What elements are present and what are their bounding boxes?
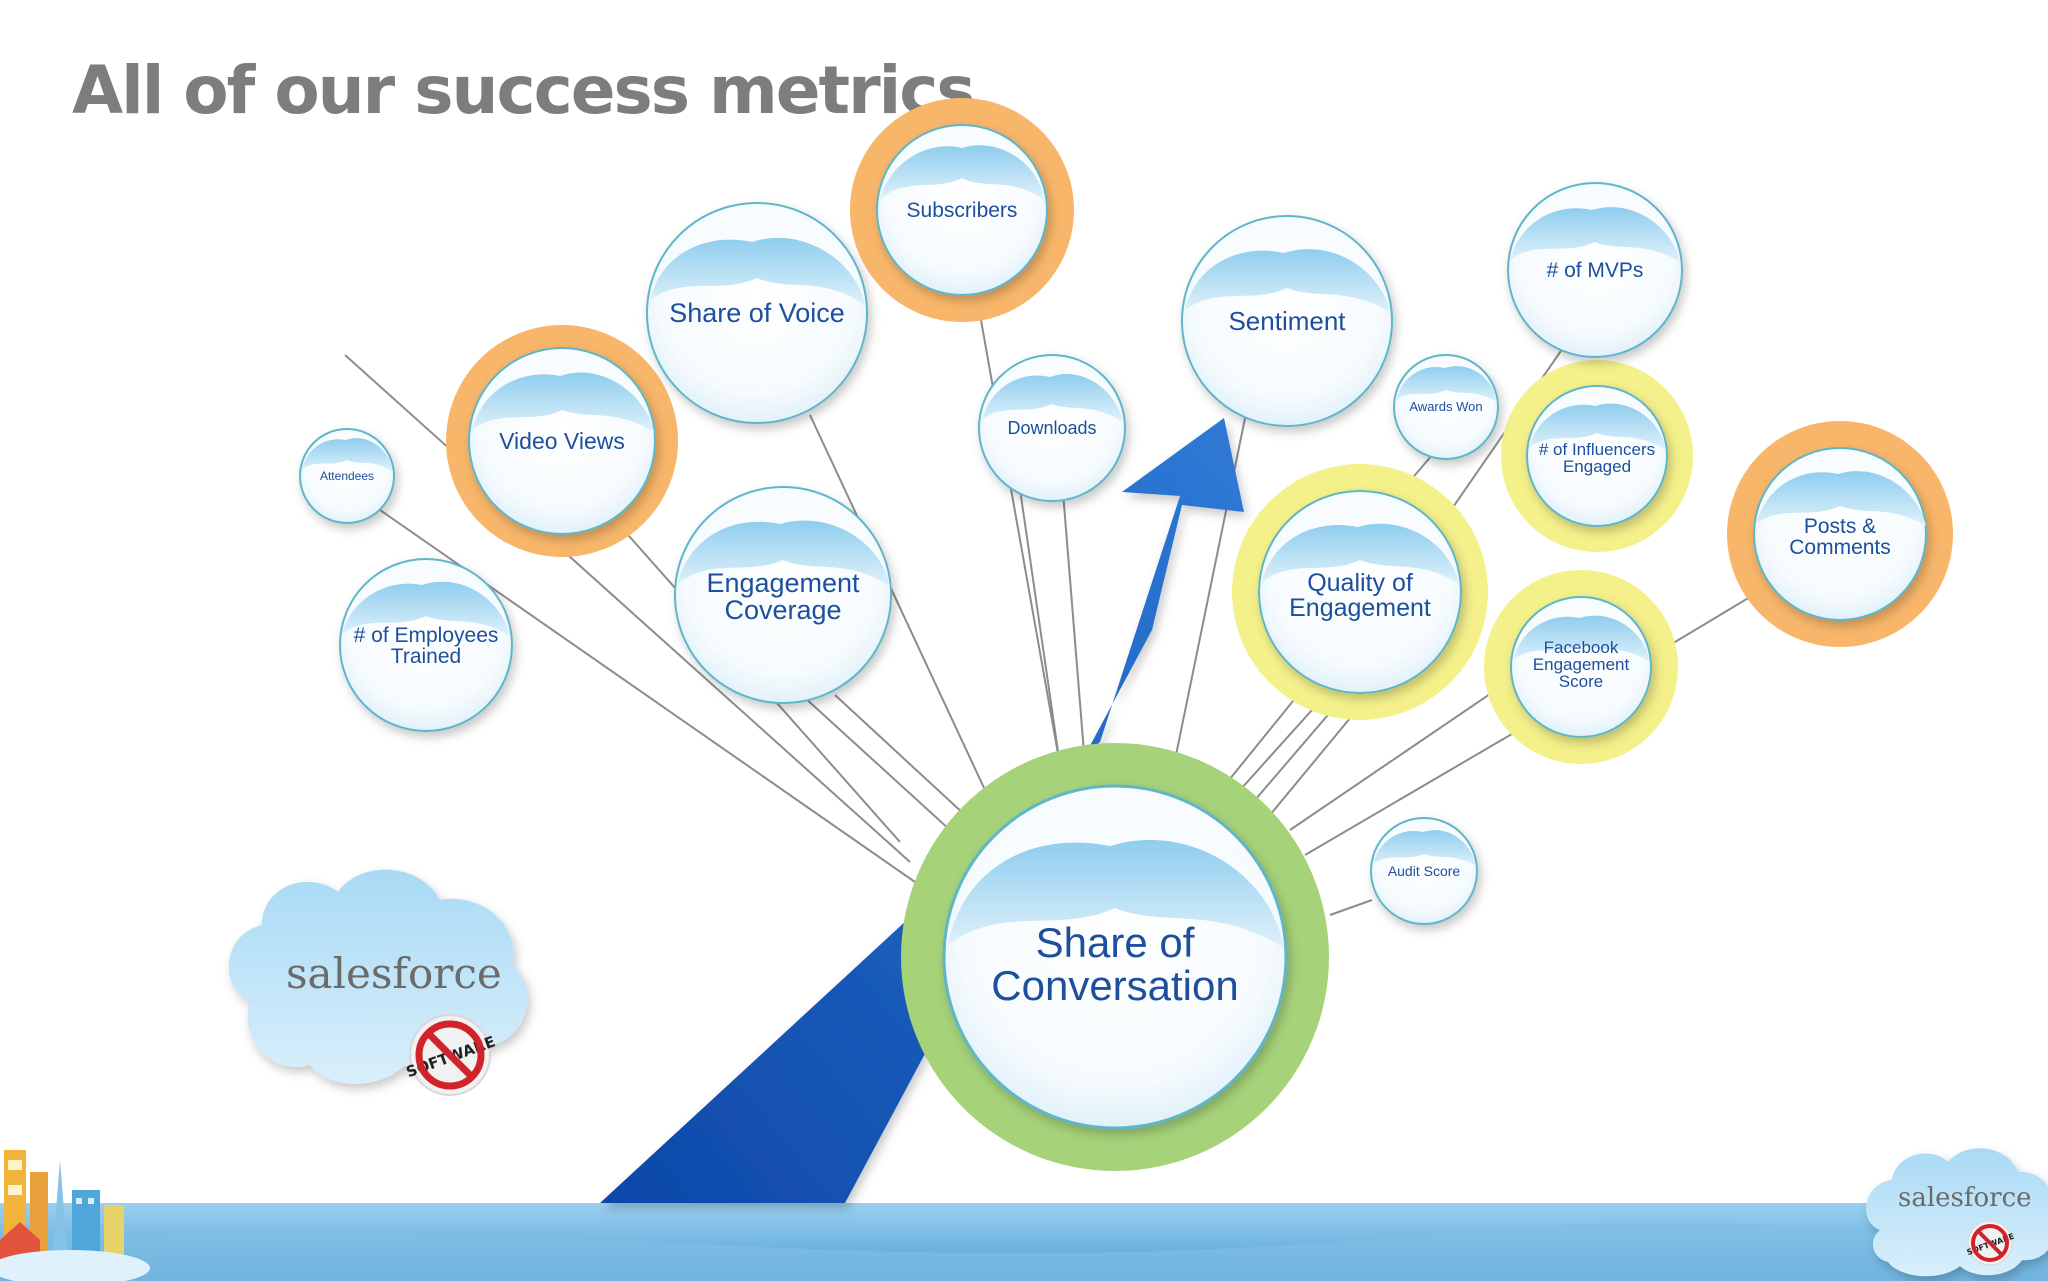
node-share-of-voice: Share of Voice bbox=[646, 202, 868, 424]
bubble-layer: Subscribers Share of Voice Video Views A… bbox=[299, 124, 1927, 1130]
node-label: Awards Won bbox=[1409, 399, 1482, 414]
node-label: Video Views bbox=[499, 428, 625, 454]
node-posts-comments: Posts &Comments bbox=[1753, 447, 1927, 621]
node-mvps: # of MVPs bbox=[1507, 182, 1683, 358]
node-label-line: Engagement bbox=[1289, 594, 1431, 622]
node-label-line: Comments bbox=[1789, 536, 1891, 559]
node-label-line: Attendees bbox=[320, 469, 374, 483]
node-label-line: # of MVPs bbox=[1547, 259, 1644, 282]
node-label: Audit Score bbox=[1388, 863, 1461, 879]
node-subscribers: Subscribers bbox=[876, 124, 1048, 296]
node-sentiment: Sentiment bbox=[1181, 215, 1393, 427]
salesforce-logo: salesforce SOFTWARE bbox=[228, 869, 528, 1096]
salesforce-wordmark: salesforce bbox=[286, 949, 502, 998]
node-label-line: # of Employees bbox=[354, 624, 499, 647]
node-label-line: Coverage bbox=[724, 595, 841, 625]
node-label-line: Engagement bbox=[1533, 655, 1630, 674]
corner-logo: salesforce SOFTWARE bbox=[1866, 1148, 2048, 1277]
node-label-line: Engaged bbox=[1563, 457, 1631, 476]
node-label-line: Sentiment bbox=[1228, 306, 1346, 336]
footer-wave bbox=[0, 1223, 2048, 1281]
node-label: Downloads bbox=[1007, 418, 1096, 438]
node-downloads: Downloads bbox=[978, 354, 1126, 502]
corner-no-software-icon: SOFTWARE bbox=[1966, 1220, 2015, 1266]
node-label-line: Engagement bbox=[706, 568, 860, 598]
node-label-line: Downloads bbox=[1007, 418, 1096, 438]
node-label-line: Facebook bbox=[1544, 638, 1619, 657]
node-label-line: Subscribers bbox=[907, 199, 1018, 222]
node-label-line: Posts & bbox=[1804, 515, 1876, 538]
node-label: Sentiment bbox=[1228, 306, 1346, 336]
node-audit-score: Audit Score bbox=[1370, 817, 1478, 925]
node-label: # of MVPs bbox=[1547, 259, 1644, 282]
node-awards-won: Awards Won bbox=[1393, 354, 1499, 460]
no-software-icon: SOFTWARE bbox=[404, 1014, 498, 1096]
node-label-line: Trained bbox=[391, 645, 461, 668]
node-label: Subscribers bbox=[907, 199, 1018, 222]
node-video-views: Video Views bbox=[468, 347, 656, 535]
node-label: Posts &Comments bbox=[1789, 515, 1891, 559]
node-label-line: Video Views bbox=[499, 428, 625, 454]
node-label-line: Score bbox=[1559, 672, 1603, 691]
node-label-line: Quality of bbox=[1307, 569, 1413, 597]
node-label-line: # of Influencers bbox=[1539, 440, 1655, 459]
node-label-line: Share of bbox=[1036, 919, 1195, 966]
node-label: Attendees bbox=[320, 469, 374, 483]
city-skyline-icon bbox=[0, 1150, 150, 1281]
node-attendees: Attendees bbox=[299, 428, 395, 524]
node-label-line: Conversation bbox=[991, 962, 1238, 1009]
node-label-line: Awards Won bbox=[1409, 399, 1482, 414]
node-label: Share of Voice bbox=[669, 298, 845, 328]
slide-title: All of our success metrics bbox=[72, 52, 976, 129]
node-label-line: Audit Score bbox=[1388, 863, 1461, 879]
salesforce-wordmark: salesforce bbox=[1898, 1183, 2032, 1213]
node-label-line: Share of Voice bbox=[669, 298, 845, 328]
